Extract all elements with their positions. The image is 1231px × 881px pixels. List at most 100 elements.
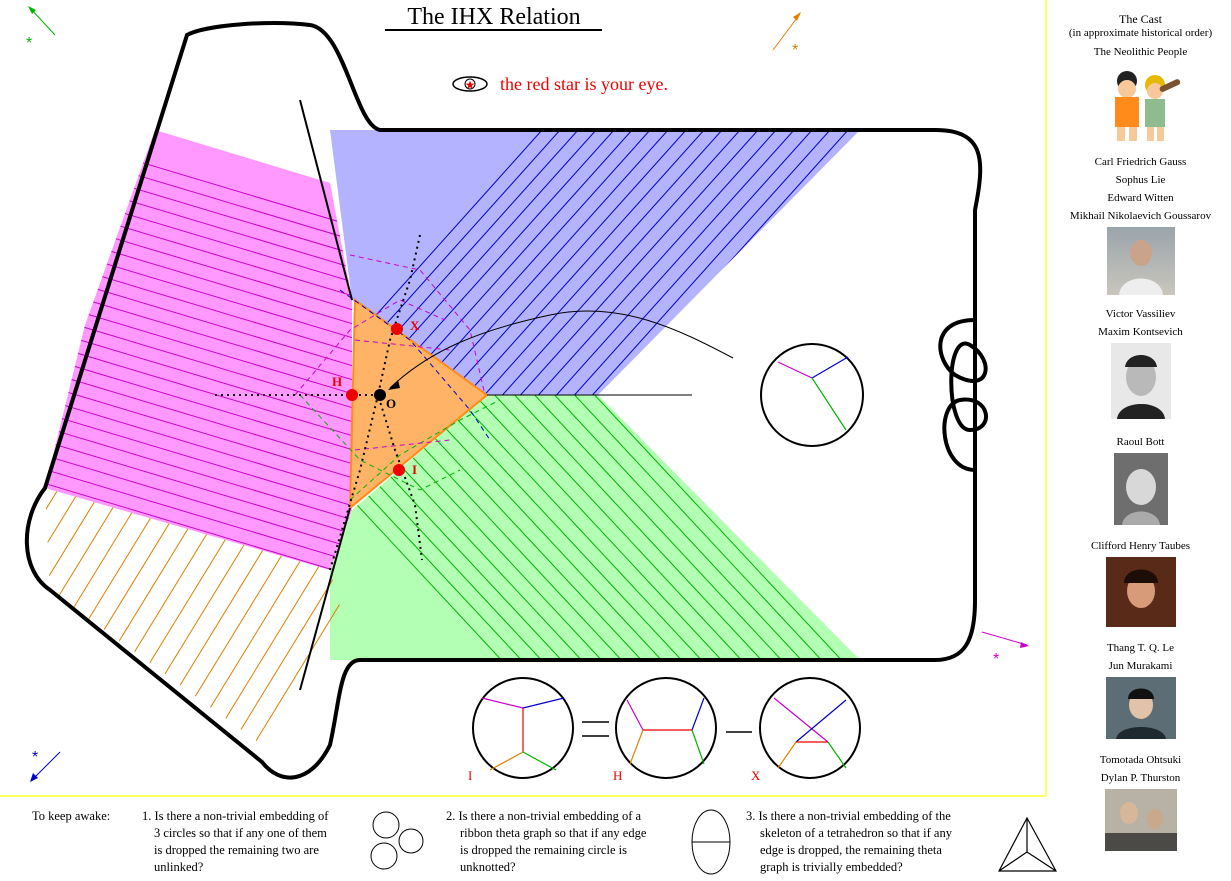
pink-hatch-line xyxy=(45,413,352,535)
orange-hatch-line xyxy=(45,488,93,745)
cast-heading: The Cast xyxy=(1119,12,1162,26)
center-triangle xyxy=(348,298,489,511)
cast-name: Tomotada Ohtsuki xyxy=(1099,754,1182,766)
question-line: 2. Is there a non-trivial embedding of a xyxy=(446,809,642,823)
green-hatch-line xyxy=(449,395,721,660)
blue-hatch-line xyxy=(425,130,687,395)
point-i xyxy=(393,464,405,476)
eye-icon: ★ xyxy=(452,76,488,92)
view-arrow-head xyxy=(388,380,400,390)
star-magenta: * xyxy=(993,651,999,668)
relation-circle-i xyxy=(472,677,574,779)
tetrahedron-icon xyxy=(998,816,1058,872)
blue-hatch-line xyxy=(443,130,705,395)
blue-hatch-line xyxy=(515,130,777,395)
green-hatch-line xyxy=(429,395,701,660)
question-line: is dropped the remaining circle is xyxy=(460,843,627,857)
blue-hatch-line xyxy=(533,130,795,395)
star-blue: * xyxy=(32,749,38,766)
orange-hatch-line xyxy=(45,488,159,745)
green-hatch-line xyxy=(489,395,761,660)
blue-hatch-line xyxy=(569,130,831,395)
bott-photo xyxy=(1113,453,1168,525)
arrow-blue: * xyxy=(30,749,61,782)
goussarov-photo xyxy=(1106,227,1175,295)
point-o xyxy=(374,389,386,401)
blue-hatch-line xyxy=(587,130,849,395)
question-2: 2. Is there a non-trivial embedding of a… xyxy=(446,808,646,876)
point-x xyxy=(391,323,403,335)
question-line: unknotted? xyxy=(460,860,516,874)
question-line: is dropped the remaining two are xyxy=(154,843,319,857)
question-1: 1. Is there a non-trivial embedding of 3… xyxy=(142,808,328,876)
cast-name: Raoul Bott xyxy=(1116,436,1165,448)
eye-caption: the red star is your eye. xyxy=(500,74,668,94)
green-hatch-line xyxy=(469,395,741,660)
svg-text:★: ★ xyxy=(465,78,476,92)
neolithic-cartoon xyxy=(1098,63,1183,147)
green-hatch-line xyxy=(549,395,821,660)
question-line: graph is trivially embedded? xyxy=(760,860,903,874)
green-hatch-line xyxy=(529,395,801,660)
cast-name: Carl Friedrich Gauss xyxy=(1094,156,1187,168)
relation-circle-h xyxy=(615,677,717,779)
pink-hatch-line xyxy=(45,455,352,570)
cast-name: The Neolithic People xyxy=(1093,46,1188,58)
relation-label-i: I xyxy=(468,768,472,783)
green-hatch-line xyxy=(589,395,860,660)
blue-hatch-line xyxy=(407,130,669,395)
green-hatch-line xyxy=(409,395,681,660)
kontsevich-photo xyxy=(1110,343,1171,419)
question-line: 3. Is there a non-trivial embedding of t… xyxy=(746,809,951,823)
equals-sign xyxy=(582,721,609,737)
cast-subheading: (in approximate historical order) xyxy=(1068,27,1213,39)
label-h: H xyxy=(332,374,342,389)
question-line: unlinked? xyxy=(154,860,204,874)
cast-panel: The Cast (in approximate historical orde… xyxy=(1050,0,1231,857)
question-line: ribbon theta graph so that if any edge xyxy=(460,826,647,840)
ohtsuki-thurston-photo xyxy=(1104,789,1177,851)
orange-hatch-line xyxy=(45,488,115,745)
relation-label-h: H xyxy=(613,768,622,783)
question-line: skeleton of a tetrahedron so that if any xyxy=(760,826,952,840)
pink-hatch-line xyxy=(45,385,352,507)
star-orange: * xyxy=(792,42,798,59)
green-hatch-line xyxy=(509,395,781,660)
orange-hatch-line xyxy=(45,488,71,745)
orange-hatch-line xyxy=(209,488,345,745)
blue-hatch-line xyxy=(497,130,759,395)
theta-graph-icon xyxy=(691,809,731,875)
cast-name: Sophus Lie xyxy=(1115,174,1166,186)
le-murakami-photo xyxy=(1105,677,1176,739)
blue-hatch-line xyxy=(821,130,860,395)
arrow-magenta: * xyxy=(981,631,1029,668)
dashed-guides xyxy=(294,254,501,501)
blue-hatch-line xyxy=(461,130,723,395)
keep-awake-label: To keep awake: xyxy=(32,809,111,823)
green-hatch-line xyxy=(330,395,541,660)
view-arrow xyxy=(389,310,734,389)
blue-hatch-line xyxy=(389,130,651,395)
knot xyxy=(938,318,988,472)
relation-label-x: X xyxy=(751,768,761,783)
cast-name: Dylan P. Thurston xyxy=(1100,772,1181,784)
cast-name: Edward Witten xyxy=(1107,192,1174,204)
label-x: X xyxy=(410,318,420,333)
orange-hatch-line xyxy=(45,488,137,745)
cast-name: Mikhail Nikolaevich Goussarov xyxy=(1069,210,1212,222)
arrow-green: * xyxy=(26,6,56,52)
three-circles-icon xyxy=(370,811,424,870)
question-3: 3. Is there a non-trivial embedding of t… xyxy=(746,808,952,876)
green-hatch-line xyxy=(569,395,841,660)
taubes-photo xyxy=(1105,557,1176,627)
cast-name: Jun Murakami xyxy=(1108,660,1173,672)
question-line: edge is dropped, the remaining theta xyxy=(760,843,942,857)
cast-name: Clifford Henry Taubes xyxy=(1090,540,1191,552)
surface-outline xyxy=(24,21,983,780)
cast-name: Victor Vassiliev xyxy=(1105,308,1176,320)
edge-line-top xyxy=(299,99,353,301)
question-line: 1. Is there a non-trivial embedding of xyxy=(142,809,329,823)
label-i: I xyxy=(412,462,417,477)
blue-hatch-line xyxy=(479,130,741,395)
